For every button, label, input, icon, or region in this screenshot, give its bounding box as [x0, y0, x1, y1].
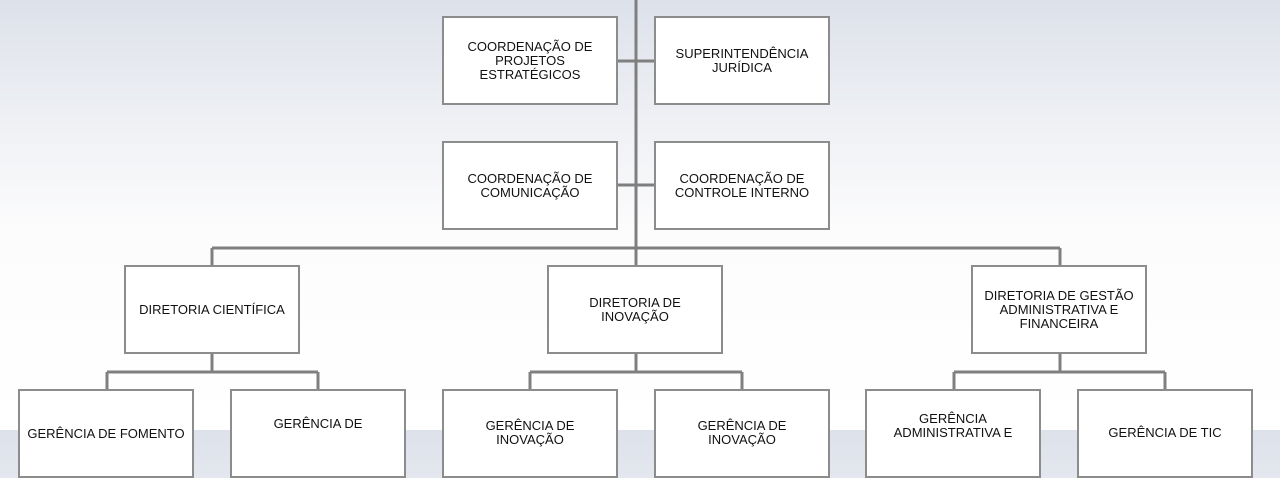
node-coordenacao-controle-interno: COORDENAÇÃO DE CONTROLE INTERNO	[654, 141, 830, 230]
node-gerencia-cientifica-2: GERÊNCIA DE	[230, 389, 406, 478]
node-label: DIRETORIA DE GESTÃO ADMINISTRATIVA E FIN…	[984, 287, 1134, 331]
node-label: GERÊNCIA DE INOVAÇÃO	[697, 418, 787, 447]
node-label: GERÊNCIA DE TIC	[1108, 425, 1222, 440]
node-diretoria-inovacao: DIRETORIA DE INOVAÇÃO	[547, 265, 723, 354]
node-coordenacao-projetos-estrategicos: COORDENAÇÃO DE PROJETOS ESTRATÉGICOS	[442, 16, 618, 105]
node-label: GERÊNCIA DE INOVAÇÃO	[485, 418, 575, 447]
node-label: DIRETORIA DE INOVAÇÃO	[589, 294, 681, 324]
org-connectors	[105, 0, 1167, 390]
node-superintendencia-juridica: SUPERINTENDÊNCIA JURÍDICA	[654, 16, 830, 105]
node-label: GERÊNCIA DE FOMENTO	[27, 425, 185, 441]
node-diretoria-cientifica: DIRETORIA CIENTÍFICA	[124, 265, 300, 354]
node-label: GERÊNCIA ADMINISTRATIVA E	[893, 411, 1013, 440]
node-label: COORDENAÇÃO DE CONTROLE INTERNO	[674, 170, 810, 200]
node-coordenacao-comunicacao: COORDENAÇÃO DE COMUNICAÇÃO	[442, 141, 618, 230]
node-gerencia-fomento: GERÊNCIA DE FOMENTO	[18, 389, 194, 478]
node-gerencia-administrativa: GERÊNCIA ADMINISTRATIVA E	[865, 389, 1041, 478]
node-label: DIRETORIA CIENTÍFICA	[139, 301, 285, 317]
node-diretoria-gestao: DIRETORIA DE GESTÃO ADMINISTRATIVA E FIN…	[971, 265, 1147, 354]
node-gerencia-tic: GERÊNCIA DE TIC	[1077, 389, 1253, 478]
node-label: COORDENAÇÃO DE PROJETOS ESTRATÉGICOS	[467, 38, 593, 82]
node-gerencia-inovacao-2: GERÊNCIA DE INOVAÇÃO	[654, 389, 830, 478]
node-gerencia-inovacao-1: GERÊNCIA DE INOVAÇÃO	[442, 389, 618, 478]
node-label: COORDENAÇÃO DE COMUNICAÇÃO	[467, 170, 593, 200]
node-label: GERÊNCIA DE	[273, 416, 363, 431]
node-label: SUPERINTENDÊNCIA JURÍDICA	[675, 45, 809, 75]
